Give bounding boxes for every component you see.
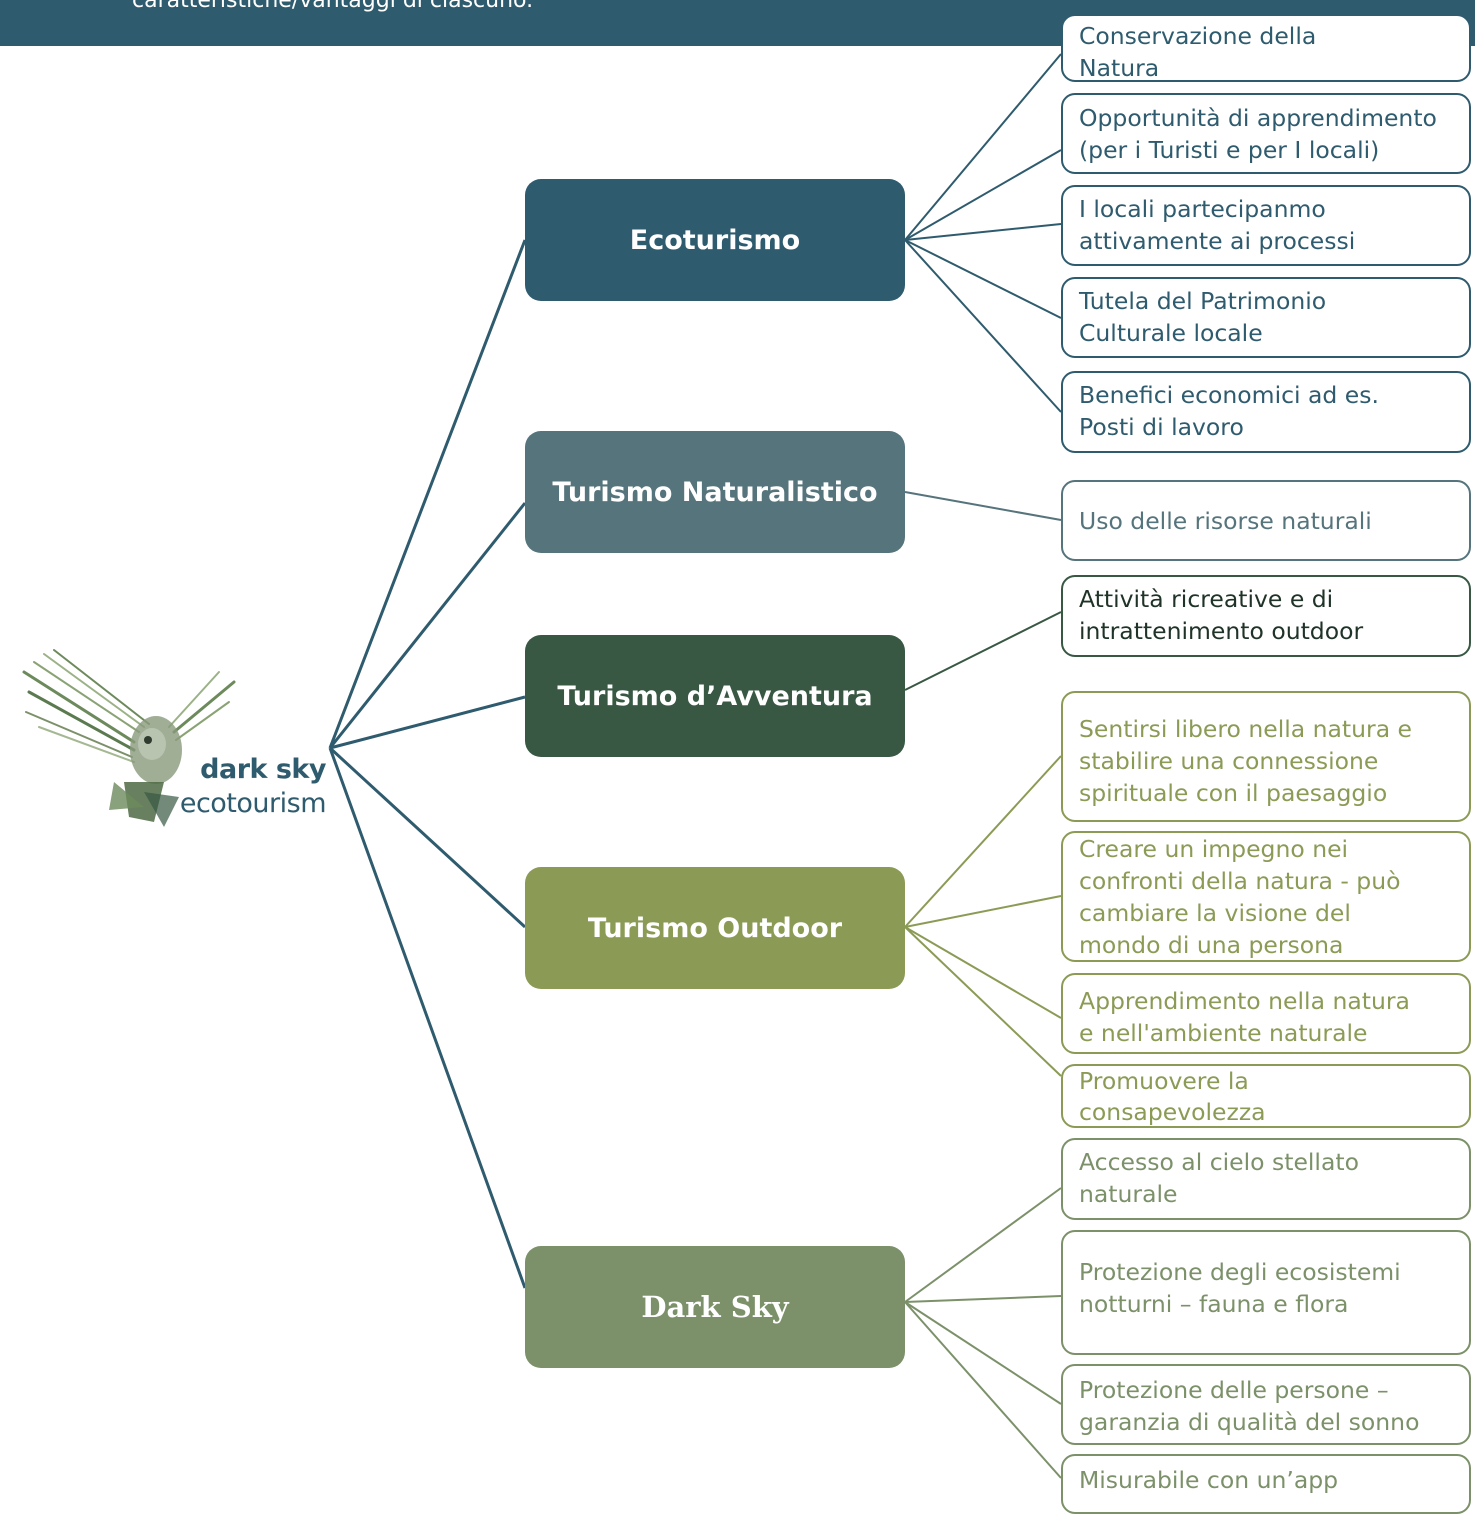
leaf-locali-partecipanmo: I locali partecipanmo attivamente ai pro… bbox=[1061, 185, 1471, 266]
category-turismo-naturalistico: Turismo Naturalistico bbox=[525, 431, 905, 553]
category-turismo-outdoor: Turismo Outdoor bbox=[525, 867, 905, 989]
leaf-text: Creare un impegno nei confronti della na… bbox=[1079, 835, 1401, 959]
leaf-text: Misurabile con un’app bbox=[1079, 1466, 1339, 1494]
leaf-text: Promuovere la consapevolezza bbox=[1079, 1067, 1266, 1126]
category-label: Ecoturismo bbox=[629, 224, 801, 256]
leaf-apprendimento-natura: Apprendimento nella natura e nell'ambien… bbox=[1061, 973, 1471, 1054]
category-label: Turismo Naturalistico bbox=[552, 476, 878, 508]
leaf-text: Uso delle risorse naturali bbox=[1079, 506, 1372, 535]
leaf-misurabile-app: Misurabile con un’app bbox=[1061, 1454, 1471, 1514]
leaf-text: Apprendimento nella natura e nell'ambien… bbox=[1079, 987, 1410, 1047]
connector-hub-outdoor bbox=[328, 746, 527, 929]
leaf-text: Accesso al cielo stellato naturale bbox=[1079, 1148, 1359, 1208]
connector-hub-avventura bbox=[329, 695, 526, 750]
leaf-conservazione-natura: Conservazione della Natura bbox=[1061, 14, 1471, 82]
leaf-promuovere-consapevolezza: Promuovere la consapevolezza bbox=[1061, 1064, 1471, 1128]
leaf-opportunita-apprendimento: Opportunità di apprendimento (per i Turi… bbox=[1061, 93, 1471, 174]
leaf-text: Opportunità di apprendimento (per i Turi… bbox=[1079, 104, 1437, 164]
category-label: Dark Sky bbox=[641, 1290, 789, 1324]
leaf-benefici-economici: Benefici economici ad es. Posti di lavor… bbox=[1061, 371, 1471, 453]
leaf-protezione-persone: Protezione delle persone – garanzia di q… bbox=[1061, 1364, 1471, 1445]
leaf-text: Benefici economici ad es. Posti di lavor… bbox=[1079, 381, 1379, 441]
logo-text-dark-sky: dark sky bbox=[200, 754, 326, 785]
leaf-tutela-patrimonio: Tutela del Patrimonio Culturale locale bbox=[1061, 277, 1471, 358]
leaf-protezione-ecosistemi: Protezione degli ecosistemi notturni – f… bbox=[1061, 1230, 1471, 1355]
category-turismo-avventura: Turismo d’Avventura bbox=[525, 635, 905, 757]
leaf-attivita-ricreative: Attività ricreative e di intrattenimento… bbox=[1061, 575, 1471, 657]
leaf-accesso-cielo: Accesso al cielo stellato naturale bbox=[1061, 1138, 1471, 1220]
leaf-text: I locali partecipanmo attivamente ai pro… bbox=[1079, 195, 1356, 255]
header-text: caratteristiche/vantaggi di ciascuno. bbox=[132, 0, 534, 13]
leaf-text: Sentirsi libero nella natura e stabilire… bbox=[1079, 715, 1413, 807]
leaf-creare-impegno: Creare un impegno nei confronti della na… bbox=[1061, 831, 1471, 962]
owl-icon bbox=[22, 649, 236, 827]
leaf-text: Tutela del Patrimonio Culturale locale bbox=[1079, 287, 1327, 347]
category-dark-sky: Dark Sky bbox=[525, 1246, 905, 1368]
leaf-text: Protezione degli ecosistemi notturni – f… bbox=[1079, 1258, 1401, 1318]
dark-sky-logo: dark sky ecotourism bbox=[14, 632, 327, 852]
category-label: Turismo Outdoor bbox=[587, 912, 843, 944]
leaf-sentirsi-libero: Sentirsi libero nella natura e stabilire… bbox=[1061, 691, 1471, 822]
logo-text-ecotourism: ecotourism bbox=[179, 788, 327, 819]
connector-hub-darksky bbox=[328, 747, 527, 1289]
category-ecoturismo: Ecoturismo bbox=[525, 179, 905, 301]
connector-hub-naturalistico bbox=[328, 502, 527, 749]
category-label: Turismo d’Avventura bbox=[557, 680, 873, 712]
leaf-uso-risorse: Uso delle risorse naturali bbox=[1061, 480, 1471, 561]
leaf-text: Attività ricreative e di intrattenimento… bbox=[1079, 585, 1364, 645]
leaf-text: Conservazione della Natura bbox=[1079, 22, 1317, 82]
connector-hub-ecoturismo bbox=[328, 239, 527, 749]
leaf-text: Protezione delle persone – garanzia di q… bbox=[1079, 1376, 1420, 1436]
